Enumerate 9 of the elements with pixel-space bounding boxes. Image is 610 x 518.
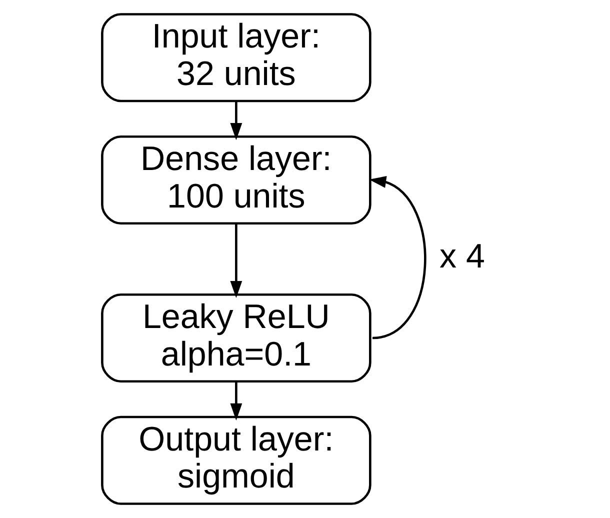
edge-label: x 4 <box>439 238 484 276</box>
arrow <box>230 102 242 140</box>
node-box: Output layer: sigmoid <box>100 416 371 505</box>
arrow <box>368 176 426 340</box>
node-box: Leaky ReLU alpha=0.1 <box>100 293 371 383</box>
node-box: Dense layer: 100 units <box>100 135 371 225</box>
arrow <box>230 382 242 420</box>
arrow <box>230 223 242 298</box>
node-box: Input layer: 32 units <box>100 13 371 102</box>
